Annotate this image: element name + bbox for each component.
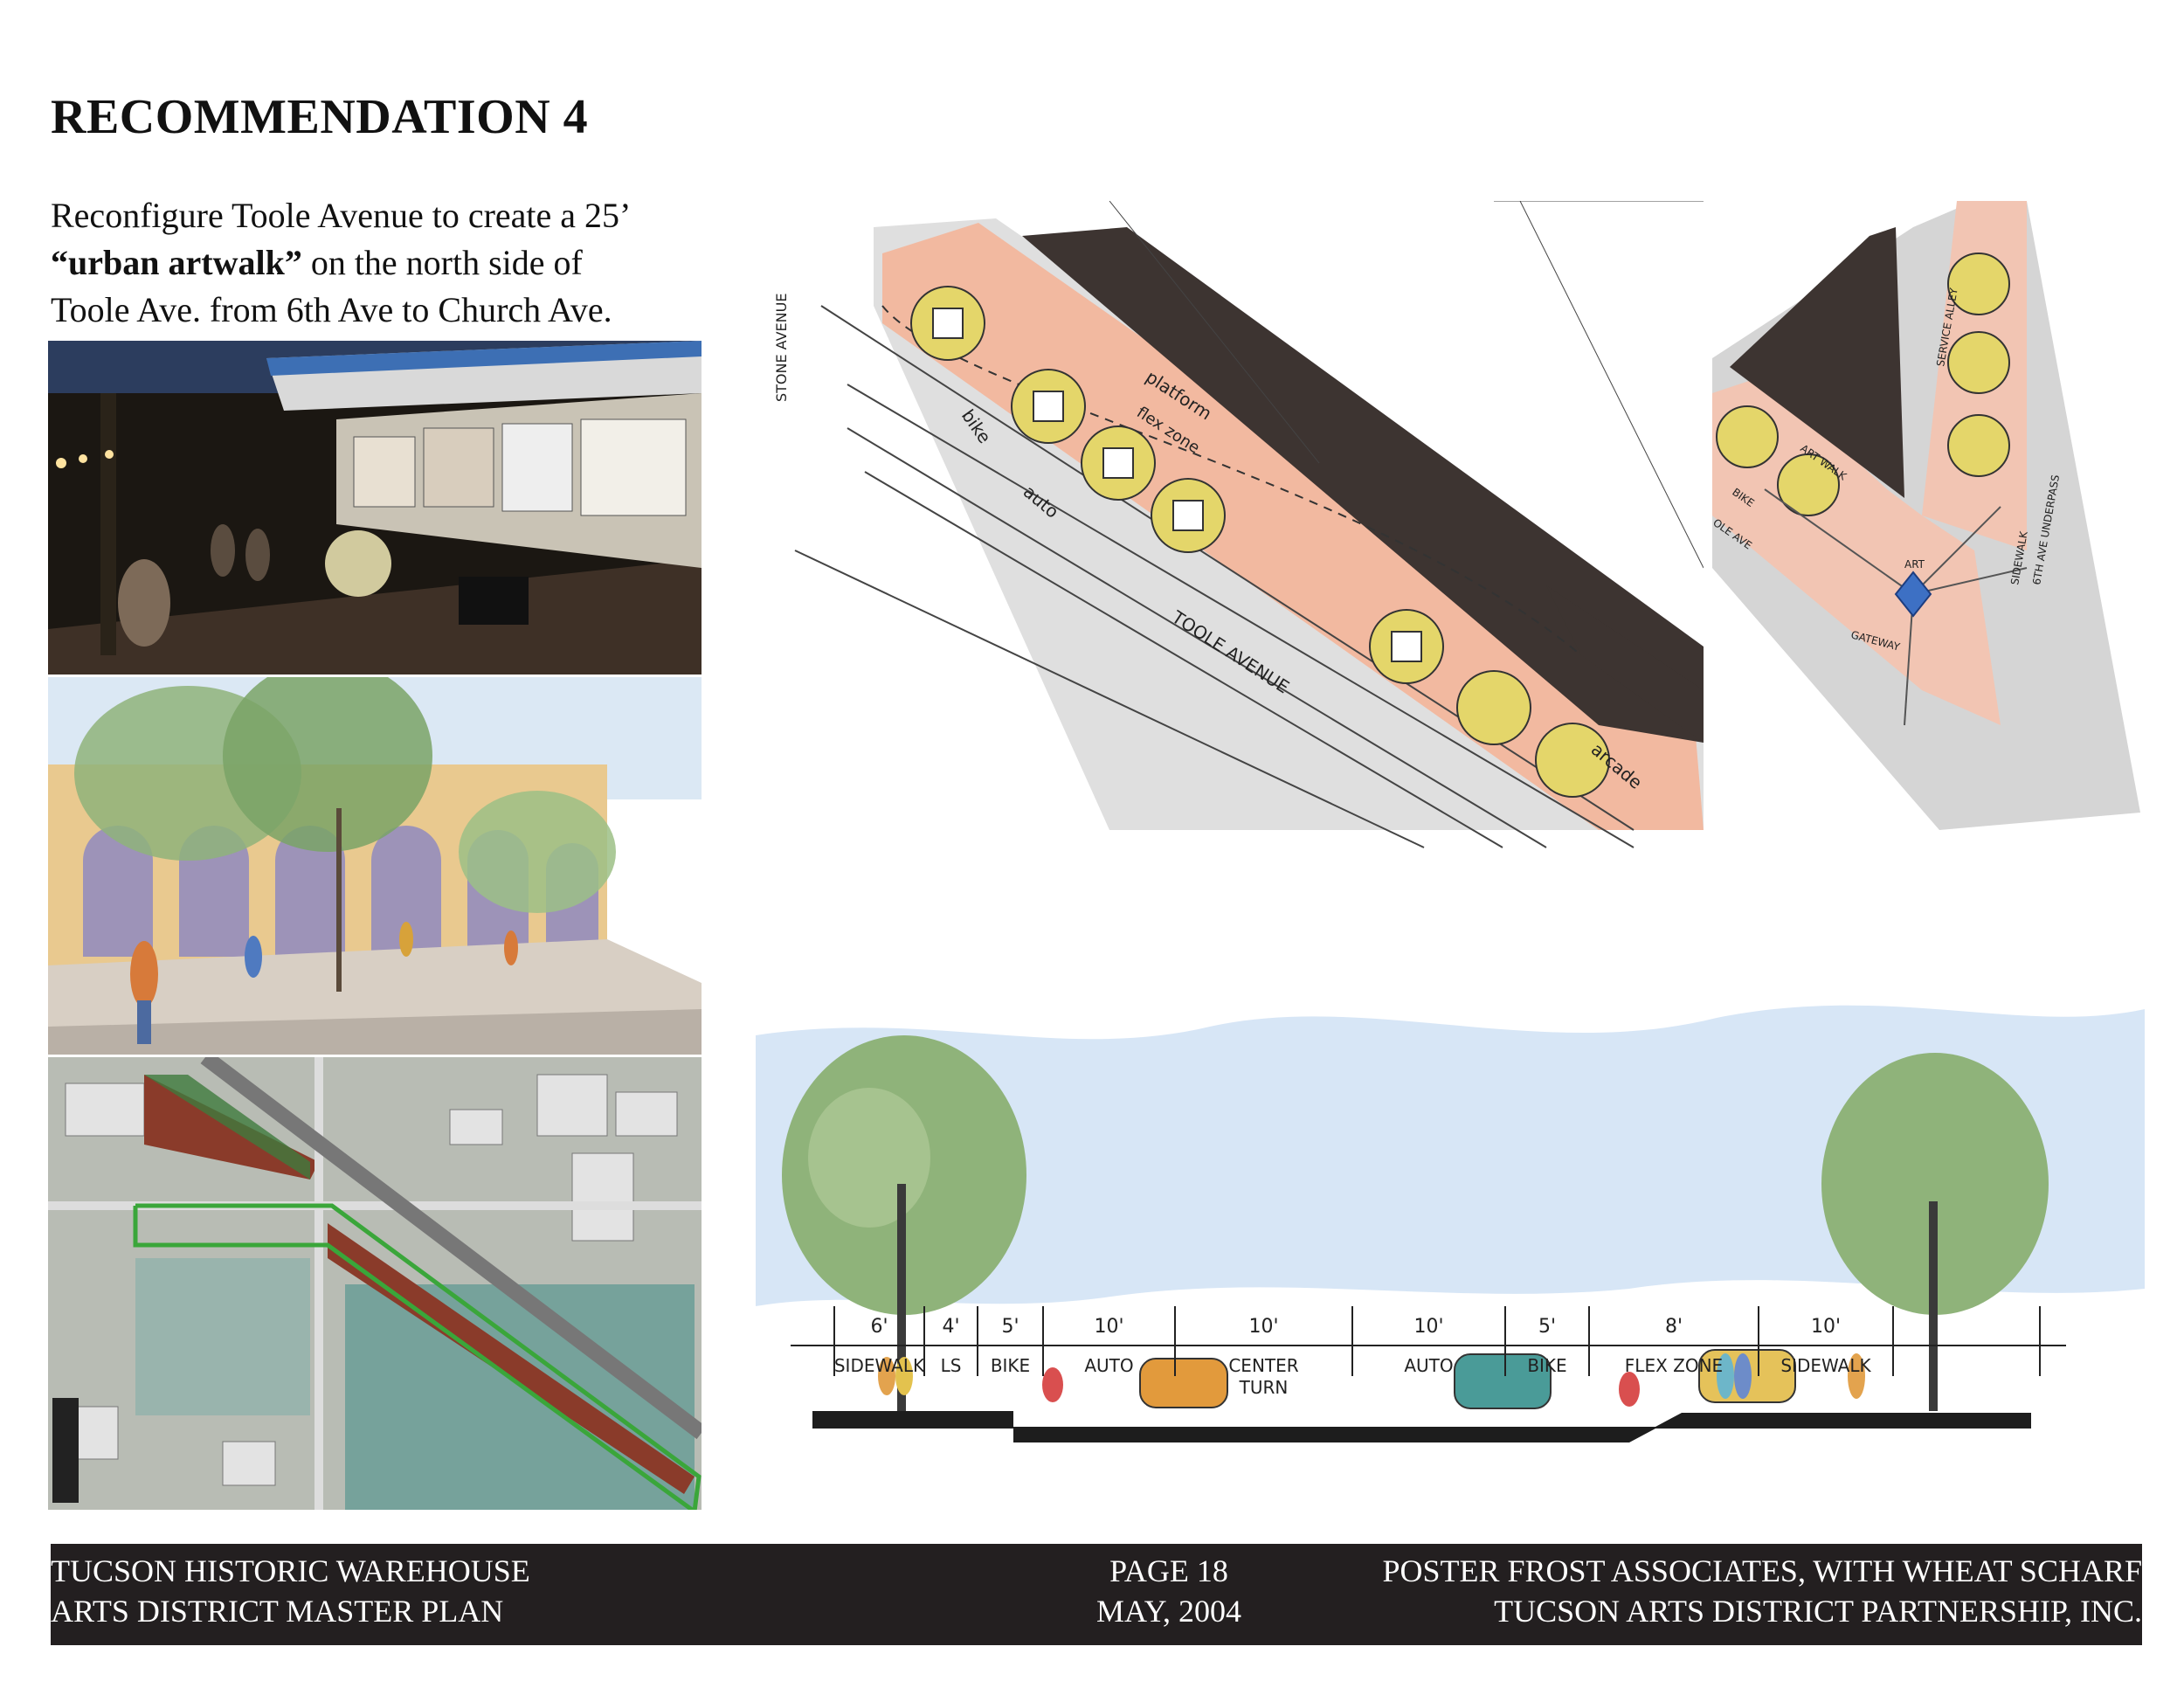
segment-width: 10' — [1413, 1316, 1443, 1338]
segment-label: SIDEWALK — [1780, 1355, 1871, 1376]
intro-line-2: on the north side of — [301, 243, 583, 282]
gateway-detail-plan: SERVICE ALLEY ART WALK BIKE OLE AVE ART … — [1712, 201, 2140, 830]
segment-width: 4' — [942, 1316, 959, 1338]
segment-width: 6' — [870, 1316, 888, 1338]
night-market-photo — [48, 341, 702, 675]
footer-credits: POSTER FROST ASSOCIATES, WITH WHEAT SCHA… — [1382, 1551, 2142, 1631]
intro-line-3: Toole Ave. from 6th Ave to Church Ave. — [51, 290, 612, 329]
footer-left-line-2: ARTS DISTRICT MASTER PLAN — [51, 1594, 504, 1629]
art-label: ART — [1904, 558, 1925, 571]
intro-line-1: Reconfigure Toole Avenue to create a 25’ — [51, 196, 632, 235]
segment-label: AUTO — [1084, 1355, 1133, 1376]
segment-label: BIKE — [1527, 1355, 1566, 1376]
segment-label: BIKE — [991, 1355, 1030, 1376]
page-title: RECOMMENDATION 4 — [51, 90, 589, 144]
segment-label: CENTER — [1228, 1355, 1298, 1376]
arcade-rendering — [48, 677, 702, 1055]
footer-project-title: TUCSON HISTORIC WAREHOUSE ARTS DISTRICT … — [51, 1551, 530, 1631]
segment-width: 10' — [1248, 1316, 1278, 1338]
page-footer: TUCSON HISTORIC WAREHOUSE ARTS DISTRICT … — [51, 1544, 2142, 1645]
footer-right-line-2: TUCSON ARTS DISTRICT PARTNERSHIP, INC. — [1494, 1594, 2142, 1629]
segment-label: FLEX ZONE — [1625, 1355, 1723, 1376]
intro-bold-term: “urban artwalk” — [51, 243, 302, 282]
segment-width: 5' — [1001, 1316, 1019, 1338]
segment-width: 10' — [1094, 1316, 1123, 1338]
footer-left-line-1: TUCSON HISTORIC WAREHOUSE — [51, 1553, 530, 1588]
segment-label: LS — [941, 1355, 962, 1376]
footer-page-number: PAGE 18 — [1109, 1553, 1228, 1588]
segment-width: 8' — [1665, 1316, 1683, 1338]
footer-right-line-1: POSTER FROST ASSOCIATES, WITH WHEAT SCHA… — [1382, 1553, 2142, 1588]
segment-label: AUTO — [1404, 1355, 1453, 1376]
segment-label-line-2: TURN — [1239, 1377, 1289, 1398]
toole-avenue-plan: STONE AVENUE TOOLE AVENUE platform flex … — [760, 201, 1704, 856]
recommendation-text: Reconfigure Toole Avenue to create a 25’… — [51, 192, 715, 334]
footer-date: MAY, 2004 — [1095, 1594, 1242, 1629]
segment-width: 5' — [1538, 1316, 1556, 1338]
footer-page-info: PAGE 18 MAY, 2004 — [1029, 1551, 1309, 1631]
segment-width: 10' — [1811, 1316, 1841, 1338]
stone-avenue-label: STONE AVENUE — [773, 294, 790, 402]
segment-label: SIDEWALK — [834, 1355, 925, 1376]
aerial-site-map — [48, 1057, 702, 1510]
